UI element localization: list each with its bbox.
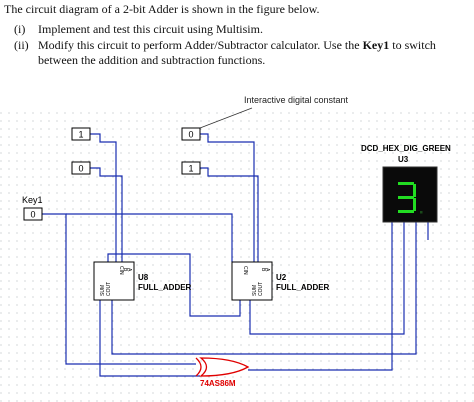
u2-pin-cout: COUT: [258, 282, 264, 296]
u8-pin-a: A: [126, 268, 132, 272]
segment-c: [413, 198, 416, 211]
display-body: [382, 166, 438, 223]
segment-g: [398, 196, 414, 199]
u2-ref: U2: [276, 273, 287, 282]
u8-part: FULL_ADDER: [138, 283, 192, 292]
constant-a0[interactable]: 0: [181, 127, 201, 141]
display-ref: U3: [398, 155, 409, 164]
u8-pin-b: B: [122, 268, 128, 272]
question-intro: The circuit diagram of a 2-bit Adder is …: [4, 2, 320, 16]
item-1-text: Implement and test this circuit using Mu…: [38, 22, 263, 36]
item-2-number: (ii): [14, 38, 29, 52]
u8-pin-sum: SUM: [100, 285, 106, 296]
constant-b0-value: 1: [188, 164, 193, 174]
u8-pin-cin: CIN: [118, 266, 124, 275]
item-1-number: (i): [14, 22, 26, 36]
segment-d: [398, 210, 414, 213]
constant-b1-value: 0: [78, 164, 83, 174]
u8-pin-cout: COUT: [106, 282, 112, 296]
u2-part: FULL_ADDER: [276, 283, 330, 292]
item-2-text-part2: to switch: [389, 38, 436, 52]
constant-b1[interactable]: 0: [71, 161, 91, 175]
segment-b: [413, 184, 416, 197]
item-2-text-line2: between the addition and subtraction fun…: [38, 53, 266, 67]
wire-a1: [90, 133, 117, 262]
u2-pin-sum: SUM: [252, 285, 258, 296]
wire-key-to-xor: [42, 213, 196, 365]
xor-gate-part: 74AS86M: [200, 379, 236, 388]
constant-b0[interactable]: 1: [181, 161, 201, 175]
constant-a0-value: 0: [188, 130, 193, 140]
wires: [42, 133, 429, 377]
wire-sum1: [111, 222, 417, 355]
display-part: DCD_HEX_DIG_GREEN: [361, 144, 451, 153]
wire-xor-out: [248, 222, 393, 371]
xor-gate-input-arc: [195, 357, 202, 377]
u2-pin-a: A: [264, 268, 270, 272]
wire-carry: [107, 253, 241, 317]
constant-a1[interactable]: 1: [71, 127, 91, 141]
xor-gate[interactable]: 74AS86M: [195, 357, 250, 388]
wire-b1: [90, 167, 123, 262]
constant-key1-value: 0: [30, 210, 35, 220]
constant-key1[interactable]: 0: [23, 207, 43, 221]
u2-pin-b: B: [260, 268, 266, 272]
wire-b0: [200, 167, 259, 262]
full-adder-u2[interactable]: A B CIN SUM COUT U2 FULL_ADDER: [231, 261, 330, 301]
segment-a: [398, 182, 414, 185]
xor-gate-body: [199, 357, 250, 377]
display-digit: [398, 182, 416, 213]
key1-label: Key1: [22, 195, 43, 205]
wire-a0: [200, 133, 255, 262]
segment-dp: [420, 211, 423, 214]
item-2-text: Modify this circuit to perform Adder/Sub…: [38, 38, 468, 53]
wire-cout-xor: [99, 300, 200, 377]
full-adder-u8[interactable]: A B CIN SUM COUT U8 FULL_ADDER: [93, 261, 192, 301]
wire-key-to-u2-cin: [66, 213, 233, 262]
key1-emphasis: Key1: [362, 38, 390, 52]
wire-sum0: [249, 222, 405, 335]
seven-segment-display[interactable]: [382, 166, 438, 223]
item-2-text-part1: Modify this circuit to perform Adder/Sub…: [38, 38, 363, 52]
callout-label: Interactive digital constant: [244, 95, 349, 105]
constant-a1-value: 1: [78, 130, 83, 140]
u8-ref: U8: [138, 273, 149, 282]
callout-leader: [199, 107, 253, 129]
u2-pin-cin: CIN: [242, 266, 248, 275]
